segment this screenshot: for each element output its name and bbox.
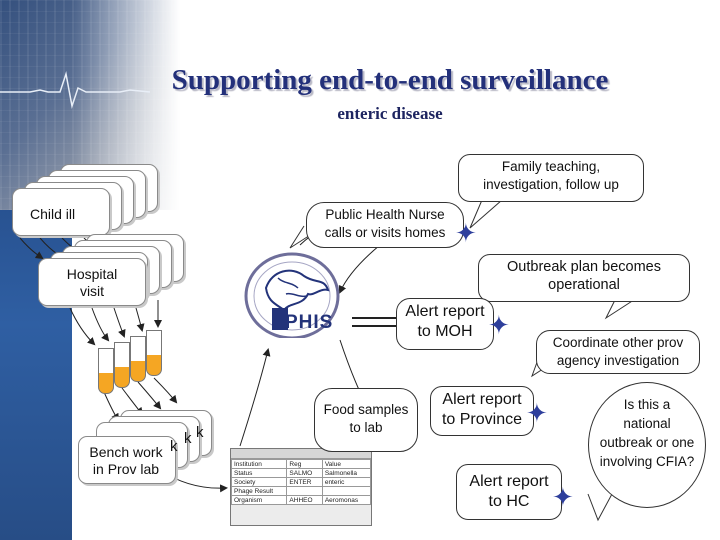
star-icon: ✦	[455, 218, 477, 248]
coordinate-bubble: Coordinate other prov agency investigati…	[536, 330, 700, 374]
public-health-nurse-bubble: Public Health Nurse calls or visits home…	[306, 202, 464, 248]
bench-frag-2: k	[184, 430, 192, 447]
bench-work-label: Bench work in Prov lab	[89, 444, 163, 477]
alert-hc-bubble: Alert report to HC	[456, 464, 562, 520]
outbreak-plan-bubble: Outbreak plan becomes operational	[478, 254, 690, 302]
page-subtitle: enteric disease	[337, 104, 443, 123]
bench-frag-3: k	[170, 438, 178, 455]
phis-logo-text: PHIS	[285, 312, 334, 333]
food-samples-bubble: Food samples to lab	[314, 388, 418, 452]
national-outbreak-ellipse: Is this a national outbreak or one invol…	[588, 382, 706, 508]
alert-moh-bubble: Alert report to MOH	[396, 298, 494, 350]
alert-province-bubble: Alert report to Province	[430, 386, 534, 436]
page-title: Supporting end-to-end surveillance	[171, 64, 609, 96]
ecg-icon	[0, 71, 150, 109]
bench-frag-1: k	[196, 424, 204, 441]
child-ill-label: Child ill	[30, 206, 76, 222]
hospital-visit-label: Hospital visit	[66, 266, 118, 299]
star-icon: ✦	[526, 398, 548, 428]
phis-logo-icon	[244, 252, 340, 338]
star-icon: ✦	[552, 482, 574, 512]
star-icon: ✦	[488, 310, 510, 340]
family-teaching-bubble: Family teaching, investigation, follow u…	[458, 154, 644, 202]
